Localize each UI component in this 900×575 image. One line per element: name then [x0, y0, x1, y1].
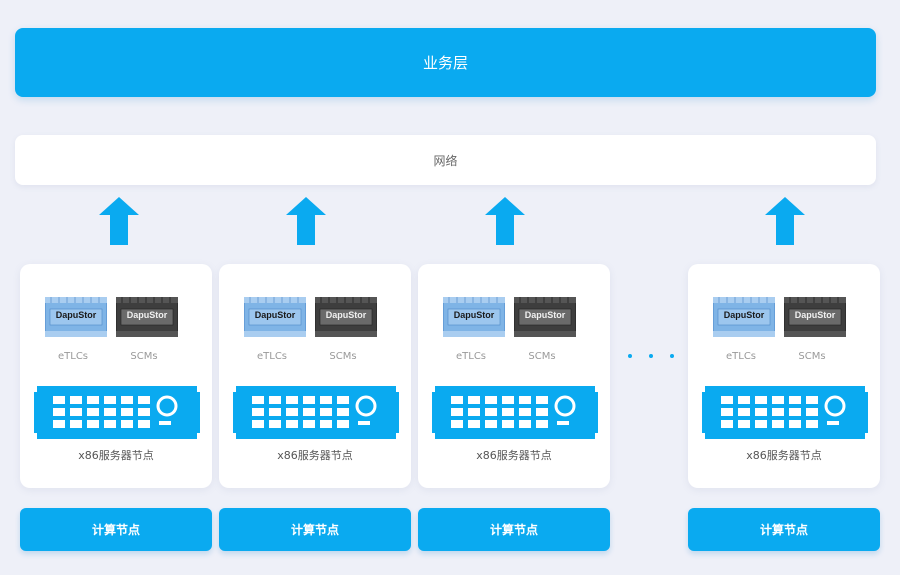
- server-rack-icon: [233, 386, 399, 439]
- scm-drive-icon: DapuStor: [784, 297, 846, 337]
- etlc-drive-icon: DapuStor: [45, 297, 107, 337]
- business-layer-bar: 业务层: [15, 28, 876, 97]
- more-nodes-ellipsis: [628, 349, 674, 363]
- server-rack-icon: [34, 386, 200, 439]
- up-arrow-icon: [485, 197, 525, 245]
- scm-caption: SCMs: [528, 351, 556, 362]
- server-rack-icon: [432, 386, 598, 439]
- compute-node-button[interactable]: 计算节点: [219, 508, 411, 551]
- scm-brand-label: DapuStor: [524, 310, 566, 320]
- node-card: DapuStor DapuStor eTLCs SCMs x86服务器节点: [688, 264, 880, 488]
- compute-node-button[interactable]: 计算节点: [418, 508, 610, 551]
- up-arrow-icon: [99, 197, 139, 245]
- server-node-label: x86服务器节点: [277, 449, 353, 462]
- scm-caption: SCMs: [130, 351, 158, 362]
- scm-brand-label: DapuStor: [794, 310, 836, 320]
- etlc-brand-label: DapuStor: [453, 310, 495, 320]
- scm-drive-icon: DapuStor: [514, 297, 576, 337]
- scm-drive-icon: DapuStor: [315, 297, 377, 337]
- server-node-label: x86服务器节点: [78, 449, 154, 462]
- up-arrow-icon: [286, 197, 326, 245]
- etlc-caption: eTLCs: [256, 351, 288, 362]
- scm-drive-icon: DapuStor: [116, 297, 178, 337]
- etlc-caption: eTLCs: [725, 351, 757, 362]
- etlc-drive-icon: DapuStor: [244, 297, 306, 337]
- node-card: DapuStor DapuStor eTLCs SCMs x86服务器节点: [418, 264, 610, 488]
- etlc-brand-label: DapuStor: [723, 310, 765, 320]
- scm-caption: SCMs: [798, 351, 826, 362]
- etlc-drive-icon: DapuStor: [443, 297, 505, 337]
- server-node-label: x86服务器节点: [476, 449, 552, 462]
- scm-caption: SCMs: [329, 351, 357, 362]
- node-card: DapuStor DapuStor eTLCs SCMs x86服务器节点: [219, 264, 411, 488]
- server-node-label: x86服务器节点: [746, 449, 822, 462]
- etlc-caption: eTLCs: [57, 351, 89, 362]
- server-rack-icon: [702, 386, 868, 439]
- etlc-drive-icon: DapuStor: [713, 297, 775, 337]
- network-label: 网络: [433, 153, 458, 168]
- up-arrow-icon: [765, 197, 805, 245]
- node-card: DapuStor DapuStor eTLCs SCMs x86服务器节点: [20, 264, 212, 488]
- business-layer-label: 业务层: [422, 54, 468, 72]
- network-bar: 网络: [15, 135, 876, 185]
- compute-node-button[interactable]: 计算节点: [20, 508, 212, 551]
- etlc-brand-label: DapuStor: [254, 310, 296, 320]
- etlc-brand-label: DapuStor: [55, 310, 97, 320]
- compute-node-button[interactable]: 计算节点: [688, 508, 880, 551]
- scm-brand-label: DapuStor: [325, 310, 367, 320]
- scm-brand-label: DapuStor: [126, 310, 168, 320]
- etlc-caption: eTLCs: [455, 351, 487, 362]
